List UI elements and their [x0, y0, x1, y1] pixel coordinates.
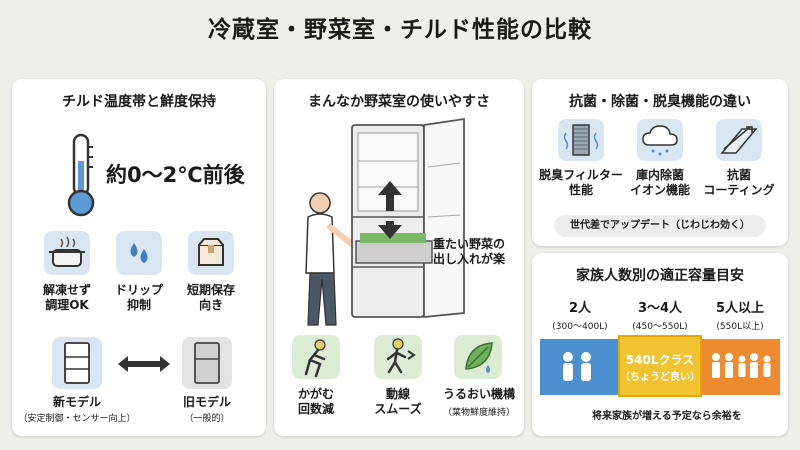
- chilled-temperature: 約0〜2℃前後: [106, 163, 245, 187]
- chilled-heading: チルド温度帯と鮮度保持: [62, 94, 216, 110]
- vegetable-heading: まんなか野菜室の使いやすさ: [308, 94, 490, 110]
- antibacterial-heading: 抗菌・除菌・脱臭機能の違い: [569, 94, 751, 110]
- pot-icon: [44, 231, 90, 275]
- feature-label: うるおい機構: [442, 387, 515, 401]
- vegetable-card: まんなか野菜室の使いやすさ 重たい野菜の 出し入れが楽: [274, 79, 524, 436]
- compare-arrow-icon: [118, 356, 170, 372]
- feature-label: 短期保存 向き: [186, 283, 235, 312]
- antibacterial-note: 世代差でアップデート（じわじわ効く）: [554, 215, 766, 237]
- box-icon: [188, 231, 234, 275]
- feature-sub: （葉物鮮度維持）: [442, 408, 515, 418]
- feature-label: 解凍せず 調理OK: [42, 283, 91, 312]
- capacity-heading: 家族人数別の適正容量目安: [576, 268, 744, 284]
- capacity-card: 家族人数別の適正容量目安 2人 (300〜400L) 3〜4人 (450〜550…: [532, 253, 788, 436]
- large-family-icon: [712, 353, 771, 378]
- new-model-label: 新モデル: [52, 395, 101, 409]
- coating-icon: [716, 119, 762, 161]
- page-title: 冷蔵室・野菜室・チルド性能の比較: [208, 17, 592, 43]
- highlight-sub: （ちょうど良い）: [620, 372, 700, 383]
- old-fridge-icon: [182, 337, 232, 389]
- chilled-card: チルド温度帯と鮮度保持 約0〜2℃前後 解凍せず 調理OK: [12, 79, 266, 436]
- capacity-note: 将来家族が増える予定なら余裕を: [592, 411, 742, 422]
- capacity-range: (300〜400L): [552, 322, 608, 332]
- capacity-segment-5plus: [702, 339, 780, 395]
- feature-label: 庫内除菌 イオン機能: [629, 168, 690, 197]
- new-fridge-icon: [52, 337, 102, 389]
- thermometer-icon: [67, 133, 95, 217]
- old-model-label: 旧モデル: [182, 395, 231, 409]
- vegetable-callout: 重たい野菜の 出し入れが楽: [432, 237, 505, 266]
- capacity-segment-3-4: 540Lクラス （ちょうど良い）: [618, 335, 702, 397]
- antibacterial-card: 抗菌・除菌・脱臭機能の違い 脱臭フィルター 性能 庫内除菌 イオン機能 抗菌 コ…: [532, 79, 788, 246]
- capacity-people: 5人以上: [715, 301, 765, 316]
- highlight-label: 540Lクラス: [625, 353, 695, 367]
- feature-label: 動線 スムーズ: [374, 387, 422, 416]
- capacity-segment-2: [540, 339, 618, 395]
- new-model-sub: （安定制御・センサー向上）: [18, 414, 136, 424]
- filter-icon: [558, 119, 604, 161]
- drip-icon: [116, 231, 162, 275]
- capacity-people: 3〜4人: [637, 301, 683, 316]
- leaf-icon: [454, 335, 502, 379]
- family-icon: [563, 352, 591, 381]
- fridge-illustration: [305, 117, 465, 326]
- bending-person-icon: [292, 335, 340, 379]
- capacity-range: (450〜550L): [632, 322, 688, 332]
- capacity-people: 2人: [568, 301, 592, 316]
- feature-label: 抗菌 コーティング: [703, 168, 775, 197]
- cloud-ion-icon: [637, 119, 683, 161]
- feature-label: ドリップ 抑制: [114, 283, 163, 312]
- feature-label: かがむ 回数減: [297, 387, 334, 416]
- walking-person-icon: [374, 335, 422, 379]
- capacity-range: (550L以上): [716, 322, 764, 332]
- feature-label: 脱臭フィルター 性能: [539, 168, 623, 197]
- old-model-sub: （一般的）: [184, 414, 230, 424]
